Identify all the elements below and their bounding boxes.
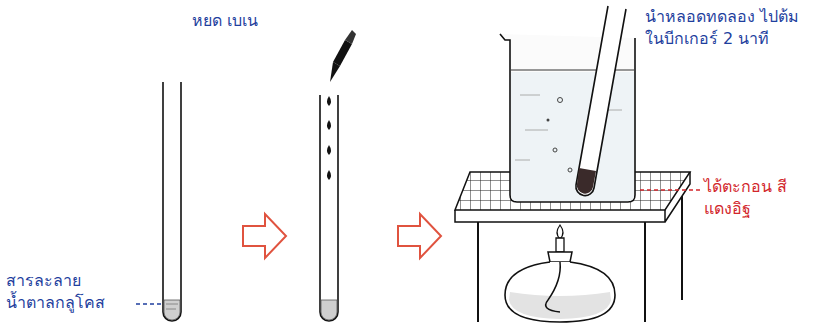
- heated-test-tube: [576, 6, 626, 196]
- leader-line: [640, 189, 700, 191]
- instruction-label: นำหลอดทดลอง ไปต้มในบีกเกอร์ 2 นาที: [645, 6, 805, 49]
- reagent-label: หยด เบเน: [192, 10, 262, 32]
- flow-arrow: [398, 214, 441, 258]
- flow-arrow: [243, 214, 286, 258]
- leader-line: [136, 303, 161, 305]
- test-tube: [320, 95, 338, 321]
- solution-label: สารละลาย น้ำตาลกลูโคส: [6, 270, 134, 313]
- alcohol-burner: [505, 225, 615, 322]
- dropper: [330, 30, 356, 82]
- result-label: ได้ตะกอน สีแดงอิฐ: [704, 176, 814, 219]
- test-tube: [163, 82, 181, 321]
- drops: [327, 96, 331, 180]
